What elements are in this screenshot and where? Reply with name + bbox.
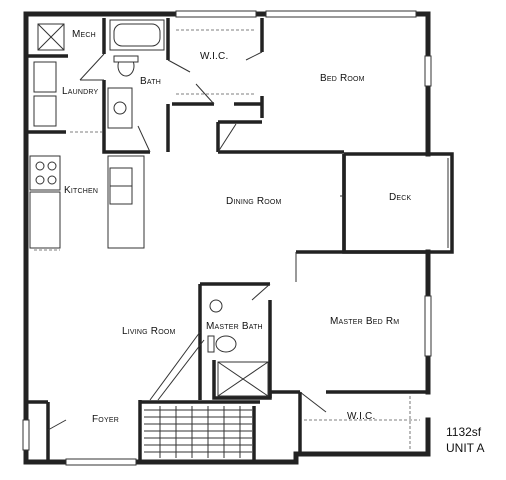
stair-treads xyxy=(144,406,252,458)
label-mech: Mech xyxy=(72,29,96,40)
label-wic-top: W.I.C. xyxy=(200,51,228,62)
label-dining-room: Dining Room xyxy=(226,196,282,207)
deck-outline xyxy=(342,152,454,254)
label-master-bed: Master Bed Rm xyxy=(330,316,399,327)
unit-info: 1132sf UNIT A xyxy=(446,425,484,455)
label-living-room: Living Room xyxy=(122,326,176,337)
label-bed-room: Bed Room xyxy=(320,73,365,84)
fixtures xyxy=(29,19,420,458)
doors xyxy=(47,51,344,431)
label-wic-bottom: W.I.C. xyxy=(347,411,375,422)
label-bath: Bath xyxy=(140,76,161,87)
label-laundry: Laundry xyxy=(62,86,99,97)
interior-walls xyxy=(26,18,428,462)
windows xyxy=(22,10,432,466)
unit-name: UNIT A xyxy=(446,441,484,455)
label-kitchen: Kitchen xyxy=(64,185,98,196)
room-labels: Mech Laundry Bath W.I.C. Bed Room Kitche… xyxy=(62,29,412,425)
label-foyer: Foyer xyxy=(92,414,119,425)
label-deck: Deck xyxy=(389,192,412,203)
unit-area: 1132sf xyxy=(446,425,482,439)
exterior-walls xyxy=(23,11,431,465)
label-master-bath: Master Bath xyxy=(206,321,263,332)
